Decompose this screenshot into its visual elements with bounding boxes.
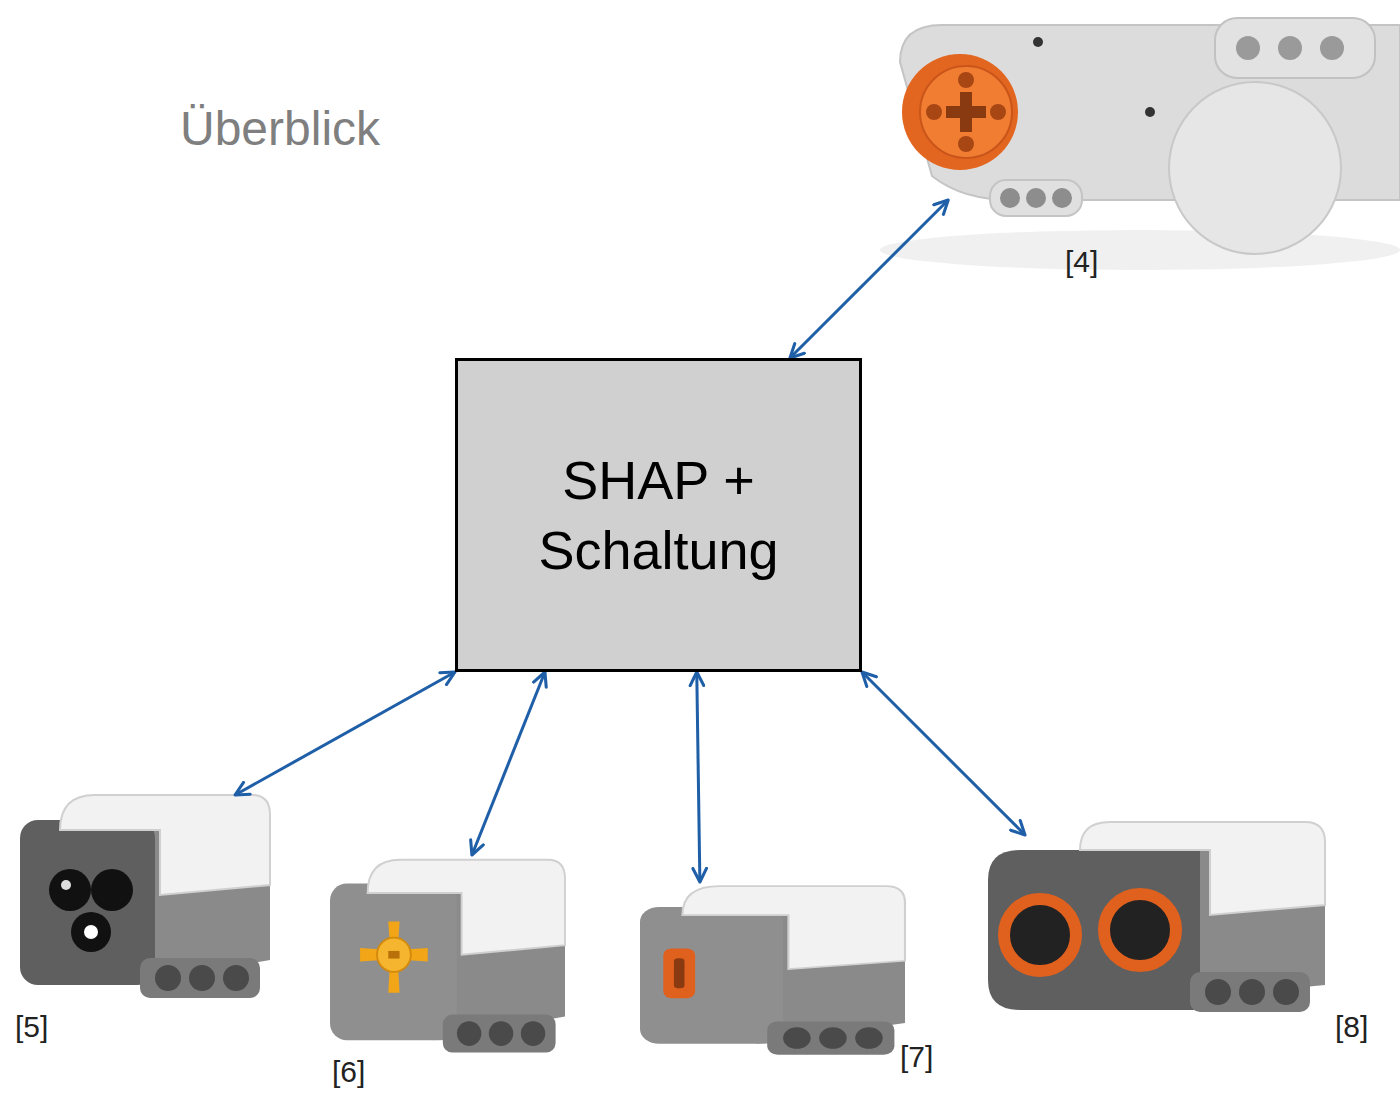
sensor-pegs [1190, 972, 1310, 1012]
peg-hole [155, 965, 181, 991]
connectors [235, 200, 1025, 882]
peg-hole [521, 1021, 545, 1046]
sensor-picture-area: [8] [985, 835, 1330, 1015]
pin-hole [958, 136, 974, 152]
sensor-cover [60, 795, 270, 895]
sensor-picture-area: [7] [640, 882, 905, 1057]
process-box: SHAP + Schaltung [455, 358, 862, 672]
pin-hole [990, 104, 1006, 120]
double-arrow [472, 672, 545, 855]
beam-hole [1000, 188, 1020, 208]
double-arrow [862, 672, 1025, 835]
sensor-front [20, 820, 155, 985]
ultrasonic-transducer [1004, 899, 1076, 971]
peg-hole [489, 1021, 513, 1046]
motor-hub [920, 66, 1012, 158]
box-label: SHAP + Schaltung [488, 445, 829, 585]
sensor-front [988, 850, 1200, 1010]
peg-hole [819, 1027, 847, 1049]
sensor-pegs [443, 1015, 556, 1053]
axle-hole [946, 92, 986, 132]
axle-hole [388, 951, 399, 959]
beam-hole [1278, 36, 1302, 60]
light-sensor-picture [20, 795, 270, 998]
pin-hole [958, 72, 974, 88]
peg-hole [1239, 979, 1265, 1005]
peg-hole [855, 1027, 883, 1049]
callout-number: [4] [1065, 245, 1098, 278]
double-arrow [697, 672, 700, 882]
motor-picture-area: [4] [865, 10, 1395, 200]
glint [61, 880, 71, 890]
sensor-front [330, 884, 457, 1041]
pin-hole [926, 104, 942, 120]
sensor-picture-area: [6] [330, 855, 565, 1055]
peg-hole [1273, 979, 1299, 1005]
screw [1145, 107, 1155, 117]
sensor-pegs [140, 958, 260, 998]
motor-hub [902, 54, 1018, 170]
peg-hole [783, 1027, 811, 1049]
callout-number: [6] [332, 1055, 365, 1088]
touch-sensor-picture [330, 860, 565, 1053]
touch-button [377, 938, 411, 972]
motor-cylinder [1169, 82, 1341, 254]
beam-hole [1320, 36, 1344, 60]
motor-beam [990, 180, 1082, 216]
lens [71, 912, 111, 952]
sensor-front [640, 907, 783, 1044]
peg-hole [223, 965, 249, 991]
slide-title: Überblick [180, 100, 380, 158]
sensor-cover [682, 886, 905, 969]
motor-beam [1215, 18, 1375, 78]
lens [91, 869, 133, 911]
microphone [663, 948, 695, 998]
double-arrow [235, 672, 455, 795]
microphone-slot [674, 958, 685, 988]
shadow [880, 230, 1400, 270]
servo-motor-picture [880, 18, 1400, 270]
sensor-picture-area: [5] [20, 795, 270, 1005]
callout-number: [7] [900, 1040, 933, 1073]
peg-hole [457, 1021, 481, 1046]
peg-hole [1205, 979, 1231, 1005]
callout-number: [8] [1335, 1010, 1368, 1043]
sound-sensor-picture [640, 886, 905, 1054]
beam-hole [1052, 188, 1072, 208]
peg-hole [189, 965, 215, 991]
beam-hole [1026, 188, 1046, 208]
beam-hole [1236, 36, 1260, 60]
ultrasonic-transducer [1104, 894, 1176, 966]
touch-button [360, 922, 428, 993]
sensor-pegs [767, 1021, 894, 1054]
lens [49, 869, 91, 911]
glint [84, 925, 98, 939]
screw [1033, 37, 1043, 47]
ultrasonic-sensor-picture [988, 822, 1325, 1012]
callout-number: [5] [15, 1010, 48, 1043]
double-arrow [790, 200, 948, 358]
